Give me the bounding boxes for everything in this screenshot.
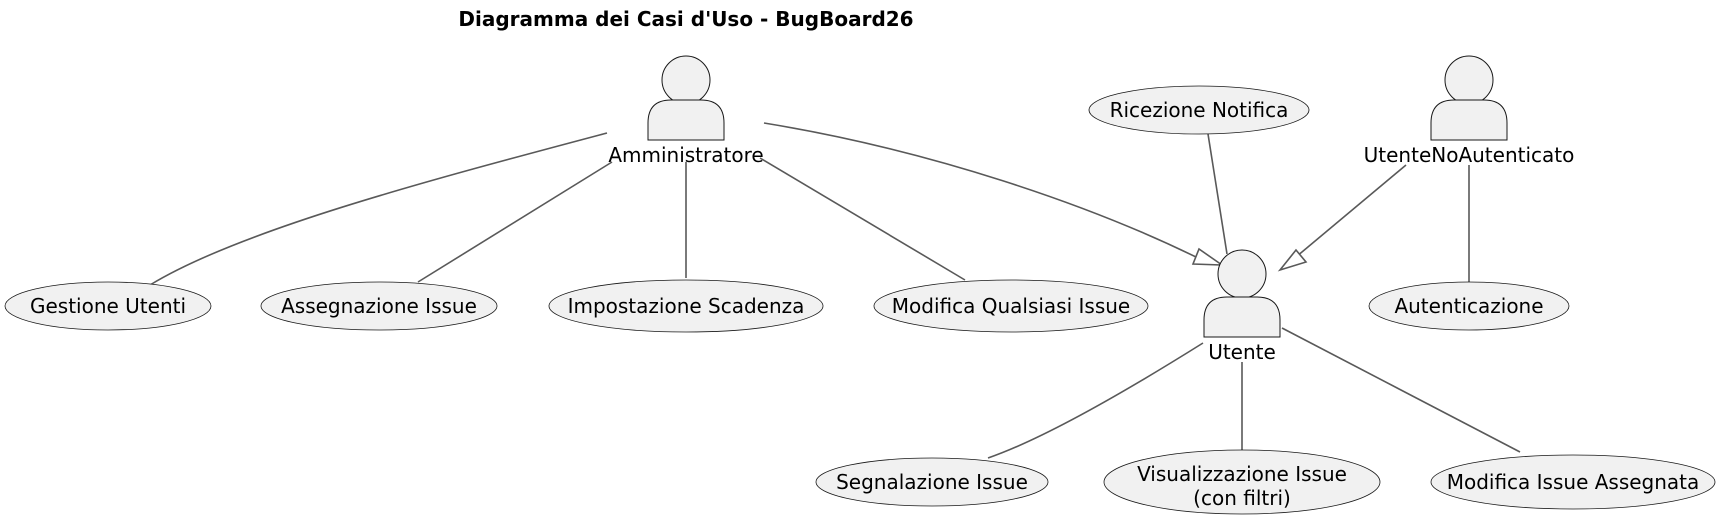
usecase-label: Ricezione Notifica [1110,98,1289,122]
usecase-label: Impostazione Scadenza [568,294,805,318]
usecase-autenticazione: Autenticazione [1368,281,1570,331]
gen-admin-utente-line [763,122,1199,259]
usecase-ricezione-notifica: Ricezione Notifica [1088,85,1310,135]
usecase-label-line2: (con filtri) [1193,486,1291,510]
actor-label-utente-no-autenticato: UtenteNoAutenticato [1364,143,1575,167]
generalization-arrowhead [1277,248,1308,272]
usecase-assegnazione-issue: Assegnazione Issue [260,281,498,331]
usecase-label: Assegnazione Issue [281,294,477,318]
actor-body [1430,99,1508,141]
assoc-admin-modifica-qualsiasi-issue [759,157,966,281]
usecase-label: Modifica Qualsiasi Issue [892,294,1130,318]
usecase-impostazione-scadenza: Impostazione Scadenza [548,279,824,333]
assoc-utente-segnalazione [987,342,1204,459]
usecase-modifica-issue-assegnata: Modifica Issue Assegnata [1430,454,1716,510]
actor-head [1444,55,1494,105]
actor-body [647,99,725,141]
actor-utente-no-autenticato: UtenteNoAutenticato [1364,55,1575,167]
usecase-label-line1: Visualizzazione Issue [1137,462,1347,486]
usecase-segnalazione-issue: Segnalazione Issue [815,457,1049,507]
actor-head [661,55,711,105]
usecase-visualizzazione-issue: Visualizzazione Issue (con filtri) [1103,449,1381,515]
gen-noauth-utente-line [1289,164,1407,263]
usecase-label: Autenticazione [1394,294,1543,318]
actor-head [1217,249,1267,299]
assoc-notifica-utente [1207,133,1228,255]
usecase-label: Modifica Issue Assegnata [1447,470,1700,494]
usecase-label: Gestione Utenti [30,294,186,318]
actor-label-utente: Utente [1208,340,1276,364]
diagram-title: Diagramma dei Casi d'Uso - BugBoard26 [458,7,913,31]
assoc-admin-gestione-utenti [149,132,608,286]
assoc-utente-modifica-assegnata [1281,327,1521,453]
assoc-admin-assegnazione-issue [417,161,613,283]
usecase-modifica-qualsiasi-issue: Modifica Qualsiasi Issue [873,279,1149,333]
actor-amministratore: Amministratore [608,55,764,167]
generalization-arrowhead [1191,247,1225,266]
actor-label-amministratore: Amministratore [608,143,763,167]
actor-utente: Utente [1203,249,1281,364]
actor-body [1203,296,1281,338]
usecase-label: Segnalazione Issue [836,470,1028,494]
connections [149,122,1521,459]
usecase-gestione-utenti: Gestione Utenti [4,281,212,331]
